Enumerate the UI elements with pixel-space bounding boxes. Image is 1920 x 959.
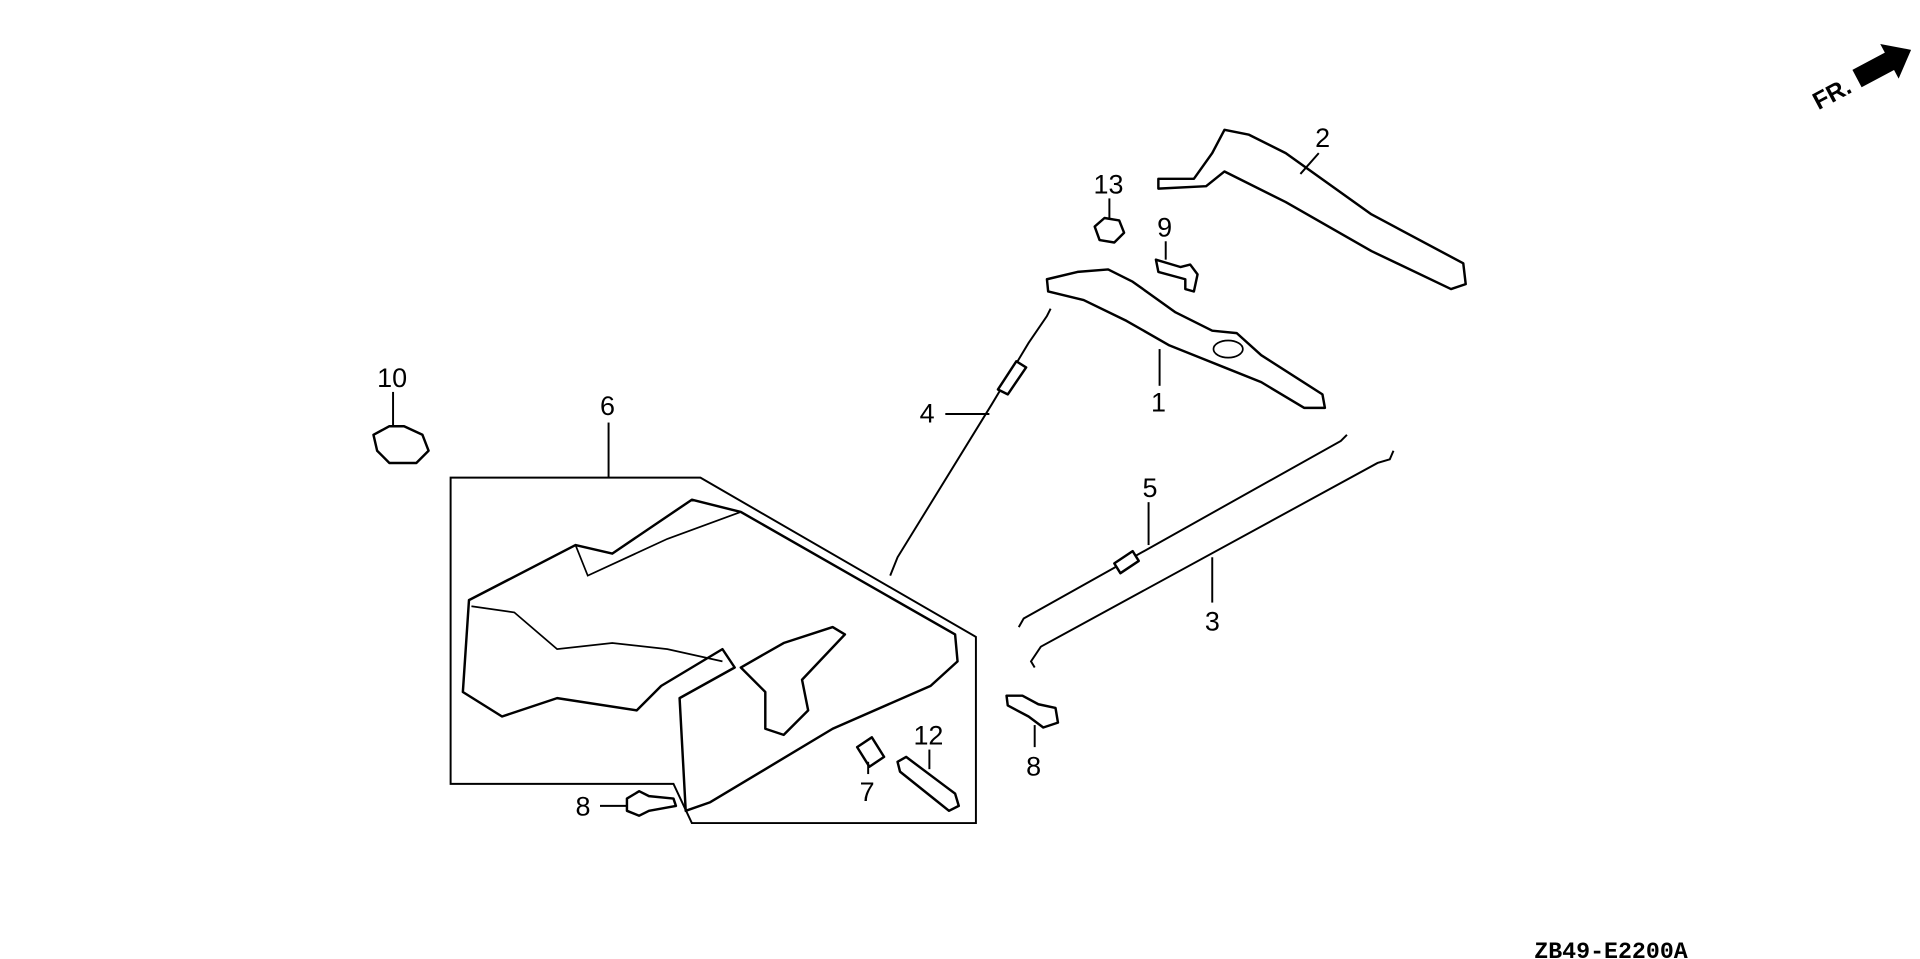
part-4-spring xyxy=(996,360,1028,396)
part-13-nut xyxy=(1093,216,1126,244)
drawing-code-number: ZB49-E2200 xyxy=(1534,939,1674,959)
part-6-cover xyxy=(461,498,959,813)
callout-9: 9 xyxy=(1157,212,1172,242)
fr-label: FR. xyxy=(1809,73,1857,115)
cover-inner-edge xyxy=(471,511,742,663)
callout-2: 2 xyxy=(1315,123,1330,153)
lever-boss xyxy=(1212,339,1244,359)
arrow-icon xyxy=(1852,44,1912,88)
part-2-lever xyxy=(1157,128,1467,291)
callout-8-left: 8 xyxy=(576,792,591,822)
callout-12: 12 xyxy=(913,721,943,751)
callout-8-right: 8 xyxy=(1026,751,1041,781)
callout-3: 3 xyxy=(1205,607,1220,637)
callout-10: 10 xyxy=(377,363,407,393)
part-5-spring xyxy=(1113,549,1140,575)
callout-5: 5 xyxy=(1142,473,1157,503)
cover-bracket xyxy=(739,625,847,737)
part-10-clip xyxy=(372,424,430,465)
part-7-spring xyxy=(855,736,886,768)
part-4-rod xyxy=(889,308,1052,577)
part-8-bolt-left xyxy=(625,789,678,817)
leader-2 xyxy=(1299,152,1320,175)
callout-4: 4 xyxy=(920,399,935,429)
part-8-bolt-right xyxy=(1005,694,1060,729)
front-direction-marker: FR. xyxy=(1809,44,1912,116)
callout-1: 1 xyxy=(1151,388,1166,418)
part-3-rod xyxy=(1029,450,1395,669)
drawing-code: ZB49-E2200A xyxy=(1534,939,1688,959)
drawing-code-suffix: A xyxy=(1674,939,1688,959)
callout-13: 13 xyxy=(1093,170,1123,200)
callout-6: 6 xyxy=(600,391,615,421)
part-1-lever xyxy=(1045,268,1327,410)
part-9-bolt xyxy=(1154,258,1199,293)
callout-7: 7 xyxy=(860,777,875,807)
part-6-group-outline xyxy=(449,476,977,825)
part-5-rod xyxy=(1017,434,1348,628)
part-12-screw xyxy=(896,755,960,813)
